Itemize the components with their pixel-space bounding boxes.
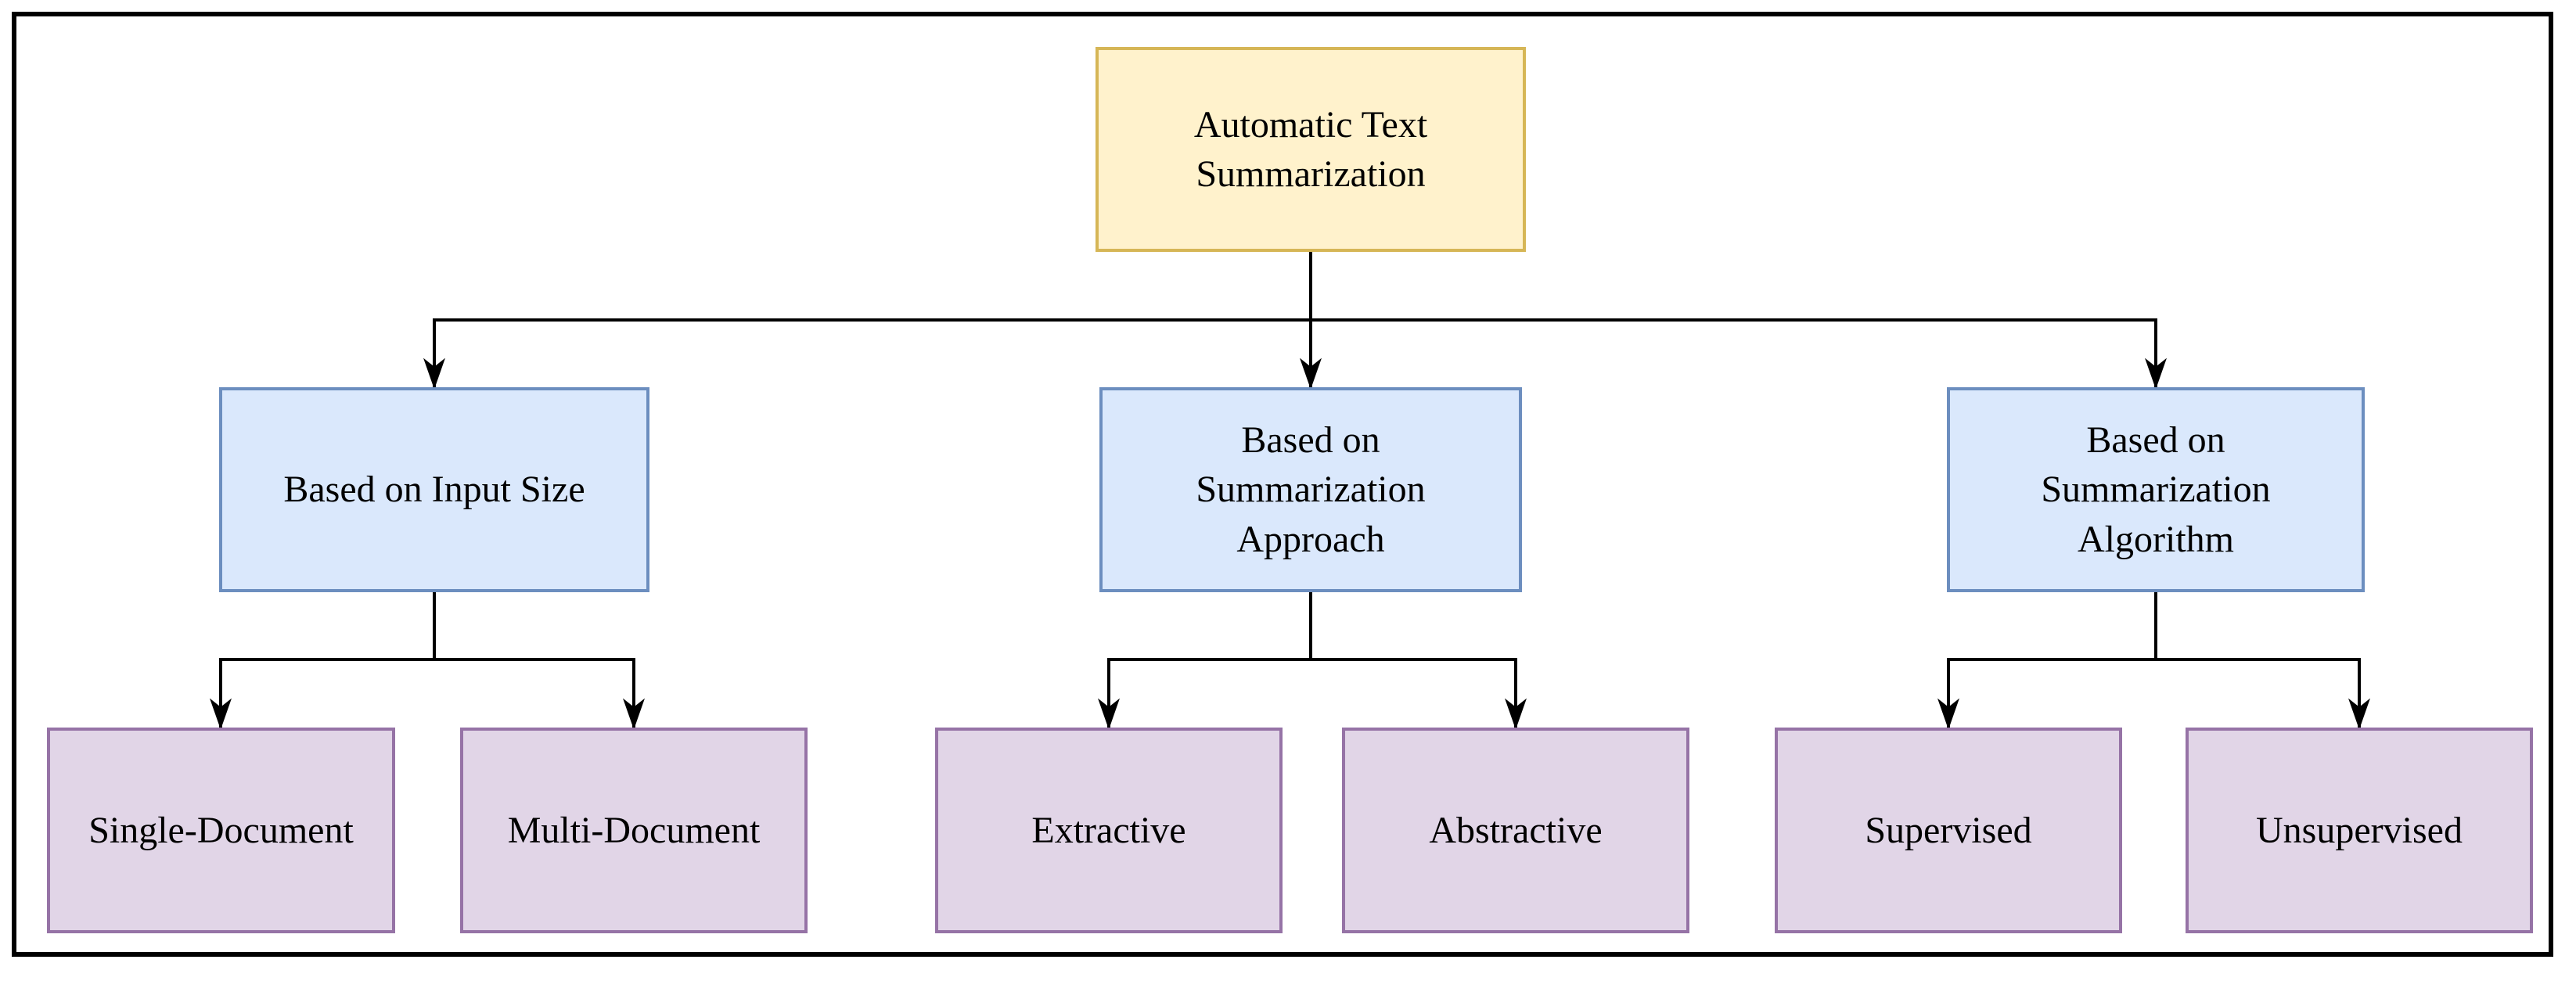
node-label-based-on-summarization-algorithm: Based on Summarization Algorithm: [2041, 419, 2271, 560]
connector-root-to-left-category: [423, 318, 1311, 390]
node-unsupervised: Unsupervised: [2186, 728, 2533, 933]
node-supervised: Supervised: [1775, 728, 2122, 933]
node-based-on-summarization-approach: Based on Summarization Approach: [1099, 387, 1522, 592]
node-label-single-document: Single-Document: [88, 809, 354, 851]
node-automatic-text-summarization: Automatic Text Summarization: [1096, 47, 1526, 252]
node-multi-document: Multi-Document: [460, 728, 808, 933]
connector-inputsize-to-multi-document: [434, 658, 645, 730]
connector-approach-to-abstractive: [1311, 658, 1527, 730]
node-label-based-on-summarization-approach: Based on Summarization Approach: [1196, 419, 1426, 560]
node-label-supervised: Supervised: [1865, 809, 2032, 851]
node-label-abstractive: Abstractive: [1429, 809, 1603, 851]
node-based-on-summarization-algorithm: Based on Summarization Algorithm: [1947, 387, 2365, 592]
node-extractive: Extractive: [935, 728, 1283, 933]
connector-algorithm-to-unsupervised: [2156, 658, 2370, 730]
node-label-unsupervised: Unsupervised: [2256, 809, 2463, 851]
connector-root-to-right-category: [1311, 318, 2167, 390]
connector-algorithm-to-supervised: [1937, 658, 2156, 730]
node-label-based-on-input-size: Based on Input Size: [283, 469, 585, 511]
node-label-extractive: Extractive: [1031, 809, 1186, 851]
node-based-on-input-size: Based on Input Size: [219, 387, 649, 592]
node-abstractive: Abstractive: [1342, 728, 1689, 933]
node-single-document: Single-Document: [47, 728, 395, 933]
node-label-multi-document: Multi-Document: [507, 809, 761, 851]
node-label-automatic-text-summarization: Automatic Text Summarization: [1193, 103, 1428, 195]
connector-approach-to-extractive: [1098, 658, 1311, 730]
connector-inputsize-to-single-document: [210, 658, 434, 730]
outer-frame: [12, 12, 2553, 957]
